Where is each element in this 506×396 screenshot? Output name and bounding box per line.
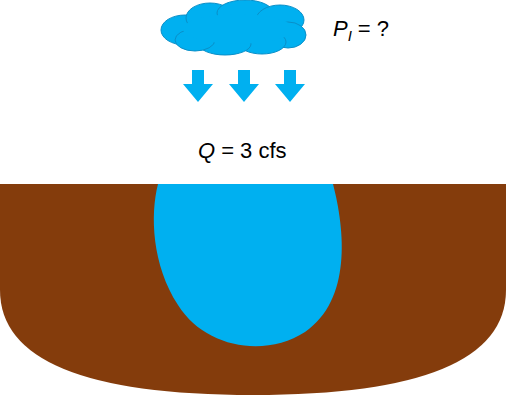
label-line: PI = ? (333, 16, 389, 42)
cloud-fill (183, 14, 293, 44)
ground (0, 184, 506, 395)
cloud (161, 0, 306, 55)
rain-arrows (183, 70, 305, 102)
variable-symbol: Q (198, 138, 215, 163)
label-line: Q= 3 cfs (198, 138, 287, 164)
water-pool (154, 184, 342, 346)
value-text: = 3 cfs (221, 138, 286, 163)
variable-symbol: P (333, 16, 348, 41)
value-text: = ? (358, 16, 389, 41)
subscript: I (348, 27, 352, 44)
